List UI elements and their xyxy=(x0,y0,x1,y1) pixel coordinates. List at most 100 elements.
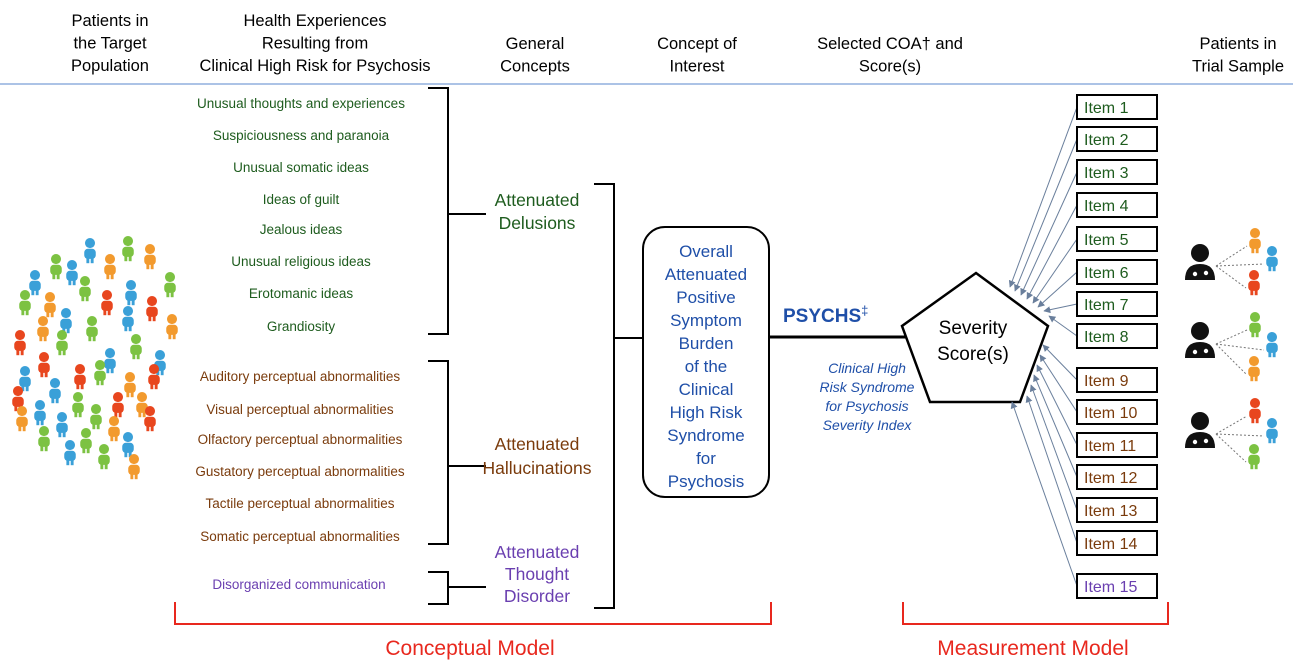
trial-link xyxy=(1215,329,1248,345)
crowd-person-icon xyxy=(80,428,92,454)
crowd-person-icon xyxy=(122,432,134,458)
hallucination-experience: Visual perceptual abnormalities xyxy=(206,402,394,417)
crowd-person-icon xyxy=(64,440,76,466)
clinician-icon xyxy=(1185,412,1215,448)
crowd-person-icon xyxy=(50,254,62,280)
item-arrow xyxy=(1010,401,1078,587)
crowd-person-icon xyxy=(16,406,28,432)
item-label: Item 10 xyxy=(1084,405,1137,422)
crowd-person-icon xyxy=(86,316,98,342)
crowd-person-icon xyxy=(122,306,134,332)
crowd-person-icon xyxy=(72,392,84,418)
item-to-score-arrows xyxy=(1008,106,1078,587)
crowd-person-icon xyxy=(19,290,31,316)
hallucination-experience: Gustatory perceptual abnormalities xyxy=(195,464,405,479)
trial-person-icon xyxy=(1266,418,1278,444)
crowd-person-icon xyxy=(104,348,116,374)
general-concepts-bracket xyxy=(594,183,643,609)
crowd-person-icon xyxy=(60,308,72,334)
column-header-3-line: Concepts xyxy=(500,58,570,76)
item-arrow xyxy=(1029,384,1078,511)
crowd-person-icon xyxy=(128,454,140,480)
item-arrow xyxy=(1039,354,1078,413)
clinician-icon xyxy=(1185,244,1215,280)
crowd-person-icon xyxy=(74,364,86,390)
target-population-crowd xyxy=(12,236,178,480)
item-box xyxy=(1076,259,1158,285)
severity-score-line: Severity xyxy=(939,318,1008,339)
trial-person-icon xyxy=(1249,312,1261,338)
crowd-person-icon xyxy=(90,404,102,430)
severity-score-pentagon xyxy=(900,271,1050,404)
instrument-full-name-line: Risk Syndrome xyxy=(820,379,915,395)
trial-person-icon xyxy=(1248,444,1260,470)
concept-of-interest-line: Syndrome xyxy=(667,426,744,445)
clinician-icon xyxy=(1185,322,1215,358)
column-header-3-line: General xyxy=(506,35,565,53)
crowd-person-icon xyxy=(112,392,124,418)
item-arrow xyxy=(1033,374,1078,478)
instrument-full-name-line: Clinical High xyxy=(828,360,906,376)
item-box xyxy=(1076,464,1158,490)
item-box xyxy=(1076,291,1158,317)
item-label: Item 8 xyxy=(1084,329,1129,346)
item-arrow xyxy=(1048,315,1078,337)
item-arrow xyxy=(1026,204,1078,300)
trial-person-icon xyxy=(1248,270,1260,296)
delusions-bracket xyxy=(428,87,486,335)
column-header-2-line: Clinical High Risk for Psychosis xyxy=(199,57,430,75)
trial-link xyxy=(1215,263,1265,267)
item-arrow xyxy=(1025,395,1078,544)
crowd-person-icon xyxy=(101,290,113,316)
item-arrow xyxy=(1042,344,1078,381)
crowd-person-icon xyxy=(66,260,78,286)
instrument-full-name-line: Severity Index xyxy=(823,417,913,433)
instrument-name: PSYCHS‡ xyxy=(783,303,868,327)
item-label: Item 5 xyxy=(1084,232,1129,249)
instrument-full-name-line: for Psychosis xyxy=(825,398,908,414)
delusion-experience: Unusual religious ideas xyxy=(231,254,371,269)
item-label: Item 13 xyxy=(1084,503,1137,520)
conceptual-model-label: Conceptual Model xyxy=(385,637,554,660)
measurement-model-bracket xyxy=(902,602,1169,625)
grouping-brackets xyxy=(428,87,643,609)
column-header-4-line: Interest xyxy=(669,58,724,76)
column-header-2-line: Health Experiences xyxy=(243,12,386,30)
crowd-person-icon xyxy=(122,236,134,262)
column-header-5-line: Score(s) xyxy=(859,58,921,76)
item-box xyxy=(1076,126,1158,152)
item-box xyxy=(1076,432,1158,458)
item-box xyxy=(1076,367,1158,393)
crowd-person-icon xyxy=(144,406,156,432)
severity-score-line: Score(s) xyxy=(937,344,1009,365)
trial-link xyxy=(1215,245,1248,267)
crowd-person-icon xyxy=(38,426,50,452)
concept-of-interest-line: Psychosis xyxy=(668,472,745,491)
item-box xyxy=(1076,192,1158,218)
item-arrow xyxy=(1032,238,1078,304)
crowd-person-icon xyxy=(79,276,91,302)
item-box xyxy=(1076,226,1158,252)
column-header-2-line: Resulting from xyxy=(262,35,368,53)
item-arrow xyxy=(1008,106,1078,288)
instrument-footnote-mark: ‡ xyxy=(861,303,868,318)
trial-link xyxy=(1215,433,1265,437)
crowd-person-icon xyxy=(84,238,96,264)
item-box xyxy=(1076,94,1158,120)
thought-disorder-experience: Disorganized communication xyxy=(212,577,385,592)
hallucinations-bracket xyxy=(428,360,486,545)
concept-of-interest-line: Positive xyxy=(676,288,736,307)
crowd-person-icon xyxy=(56,330,68,356)
item-arrow xyxy=(1043,303,1078,314)
concept-of-interest-line: High Risk xyxy=(670,403,743,422)
crowd-person-icon xyxy=(44,292,56,318)
crowd-person-icon xyxy=(108,416,120,442)
trial-person-icon xyxy=(1249,398,1261,424)
hallucination-experience: Somatic perceptual abnormalities xyxy=(200,529,400,544)
crowd-person-icon xyxy=(164,272,176,298)
